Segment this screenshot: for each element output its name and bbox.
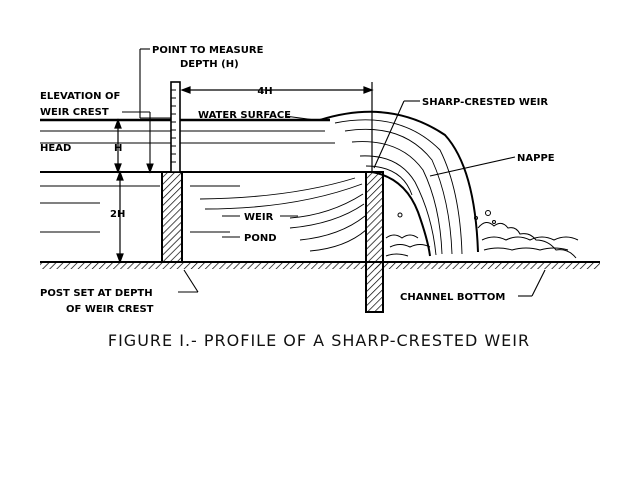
leader-elevation-weir-crest (122, 111, 154, 174)
label-water-surface: WATER SURFACE (198, 110, 291, 121)
label-4h: 4H (257, 86, 272, 97)
label-elevation-of: ELEVATION OF (40, 91, 120, 102)
leader-channel-bottom (518, 269, 546, 297)
label-nappe: NAPPE (517, 153, 555, 164)
leader-sharp-crested-weir (373, 100, 420, 169)
nappe (319, 110, 479, 257)
dimension-2h (116, 170, 124, 264)
label-weir-crest: WEIR CREST (40, 107, 109, 118)
label-of-weir-crest: OF WEIR CREST (66, 304, 154, 315)
dimension-head-h (114, 118, 122, 174)
leader-point-to-measure (139, 48, 171, 119)
channel-bottom (40, 261, 600, 269)
weir-pond-water (40, 118, 372, 252)
leader-weir-pond (222, 215, 298, 238)
measurement-post (161, 171, 183, 263)
downstream-splash (385, 210, 579, 259)
label-pond: POND (244, 233, 277, 244)
dimension-4h (180, 82, 374, 172)
label-head: HEAD (40, 143, 71, 154)
label-2h: 2H (110, 209, 125, 220)
weir-profile-diagram: 4H HEAD H 2H ELEVATION OF WEIR CREST POI… (40, 45, 600, 315)
label-depth-h: DEPTH (H) (180, 59, 239, 70)
leader-post-set-at-depth (178, 269, 199, 293)
label-h: H (114, 143, 122, 154)
label-point-to-measure: POINT TO MEASURE (152, 45, 264, 56)
label-weir: WEIR (244, 212, 274, 223)
label-post-set-at-depth: POST SET AT DEPTH (40, 288, 153, 299)
leader-nappe (429, 156, 516, 177)
weir-plate (365, 171, 384, 313)
figure-caption: FIGURE I.- PROFILE OF A SHARP-CRESTED WE… (107, 331, 531, 350)
leader-water-surface (284, 115, 316, 121)
label-sharp-crested-weir: SHARP-CRESTED WEIR (422, 97, 548, 108)
staff-gauge (170, 81, 181, 173)
label-channel-bottom: CHANNEL BOTTOM (400, 292, 505, 303)
